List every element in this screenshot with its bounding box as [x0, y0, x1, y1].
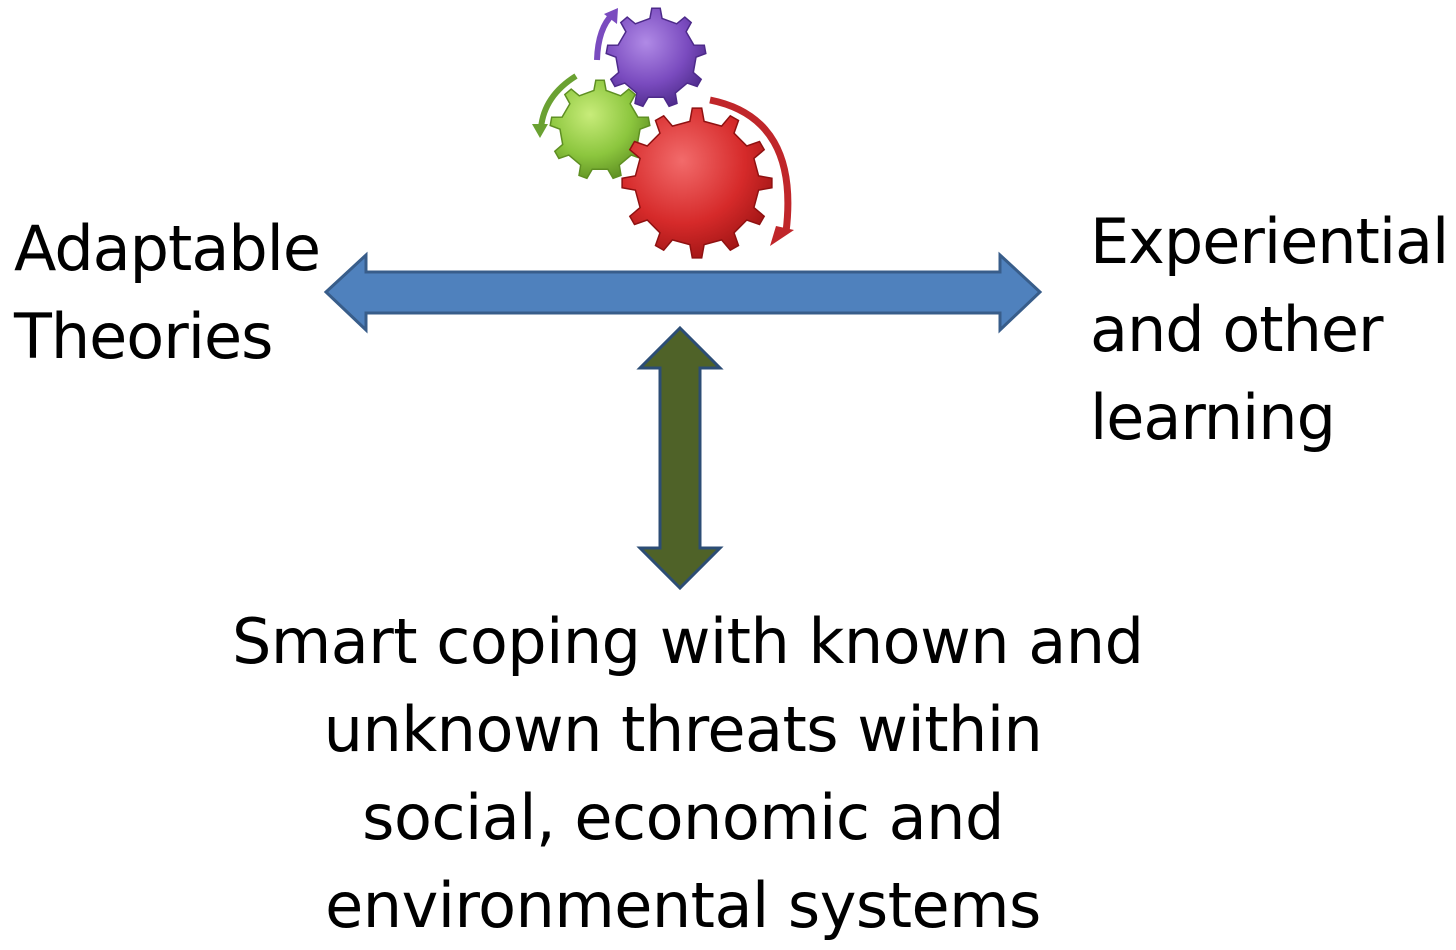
- right-label-line: learning: [1090, 381, 1336, 454]
- red-gear-arrow: [709, 96, 794, 246]
- vertical-double-arrow: [636, 325, 724, 591]
- right-label-line: and other: [1090, 293, 1384, 366]
- left-label-line: Theories: [14, 300, 273, 373]
- adaptable-theories-label: Adaptable Theories: [14, 205, 321, 381]
- bottom-label-line: unknown threats within: [323, 693, 1043, 766]
- bottom-label-line: environmental systems: [325, 869, 1041, 942]
- gears-icon: [532, 7, 794, 259]
- purple-gear-arrow: [594, 8, 618, 61]
- gear-green-body: [549, 79, 651, 180]
- bottom-label-line: Smart coping with known and: [232, 605, 1144, 678]
- red-gear: [621, 107, 773, 259]
- experiential-learning-label: Experiential and other learning: [1090, 198, 1449, 462]
- green-gear-arrow: [532, 73, 578, 138]
- green-gear: [549, 79, 651, 180]
- smart-coping-label: Smart coping with known and unknown thre…: [232, 598, 1144, 950]
- right-label-line: Experiential: [1090, 205, 1449, 278]
- gear-purple-body: [605, 7, 707, 108]
- horizontal-double-arrow: [323, 251, 1043, 334]
- gear-red-body: [621, 107, 773, 259]
- purple-gear: [605, 7, 707, 108]
- left-label-line: Adaptable: [14, 212, 321, 285]
- bottom-label-line: social, economic and: [362, 781, 1004, 854]
